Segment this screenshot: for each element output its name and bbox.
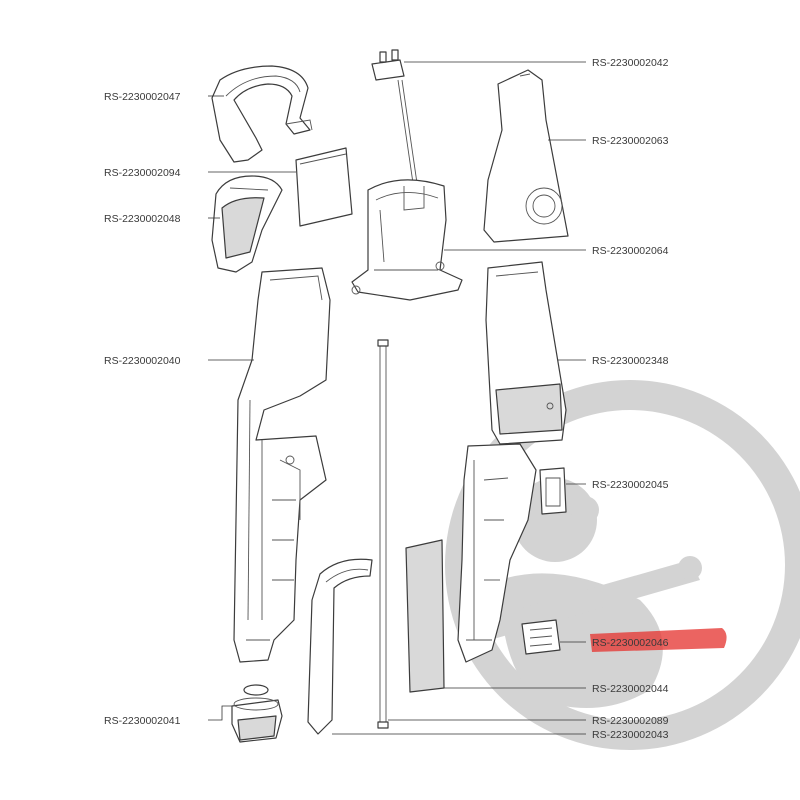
label-2094: RS-2230002094 bbox=[104, 167, 181, 179]
label-2041: RS-2230002041 bbox=[104, 715, 181, 727]
label-2348: RS-2230002348 bbox=[592, 355, 669, 367]
duck-wrench-logo-icon bbox=[445, 380, 800, 750]
label-2042: RS-2230002042 bbox=[592, 57, 669, 69]
leader-lines bbox=[208, 61, 586, 735]
label-2089: RS-2230002089 bbox=[592, 715, 669, 727]
left-body-shell-part bbox=[233, 267, 331, 663]
filter-pad-part bbox=[295, 147, 353, 227]
top-cover-part bbox=[483, 69, 569, 243]
motor-housing-part bbox=[351, 179, 463, 301]
panel-plate-part bbox=[405, 539, 445, 693]
rod-wire-part bbox=[377, 339, 389, 729]
part-labels: RS-2230002047 RS-2230002094 RS-223000204… bbox=[104, 57, 669, 741]
grip-cover-part bbox=[211, 175, 283, 273]
label-2043: RS-2230002043 bbox=[592, 729, 669, 741]
bracket-part bbox=[539, 467, 567, 515]
label-2048: RS-2230002048 bbox=[104, 213, 181, 225]
coupler-part bbox=[231, 684, 283, 743]
label-2064: RS-2230002064 bbox=[592, 245, 669, 257]
switch-board-part bbox=[521, 619, 561, 655]
label-2047: RS-2230002047 bbox=[104, 91, 181, 103]
top-connector-part bbox=[371, 49, 419, 191]
label-2044: RS-2230002044 bbox=[592, 683, 669, 695]
label-2063: RS-2230002063 bbox=[592, 135, 669, 147]
label-2045: RS-2230002045 bbox=[592, 479, 669, 491]
label-2040: RS-2230002040 bbox=[104, 355, 181, 367]
highlight-bar bbox=[590, 628, 727, 652]
gasket-seal-part bbox=[307, 558, 373, 735]
leader-2041 bbox=[208, 705, 232, 721]
handle-top-part bbox=[211, 65, 313, 163]
right-body-shell-part bbox=[457, 261, 567, 663]
label-2046: RS-2230002046 bbox=[592, 637, 669, 649]
